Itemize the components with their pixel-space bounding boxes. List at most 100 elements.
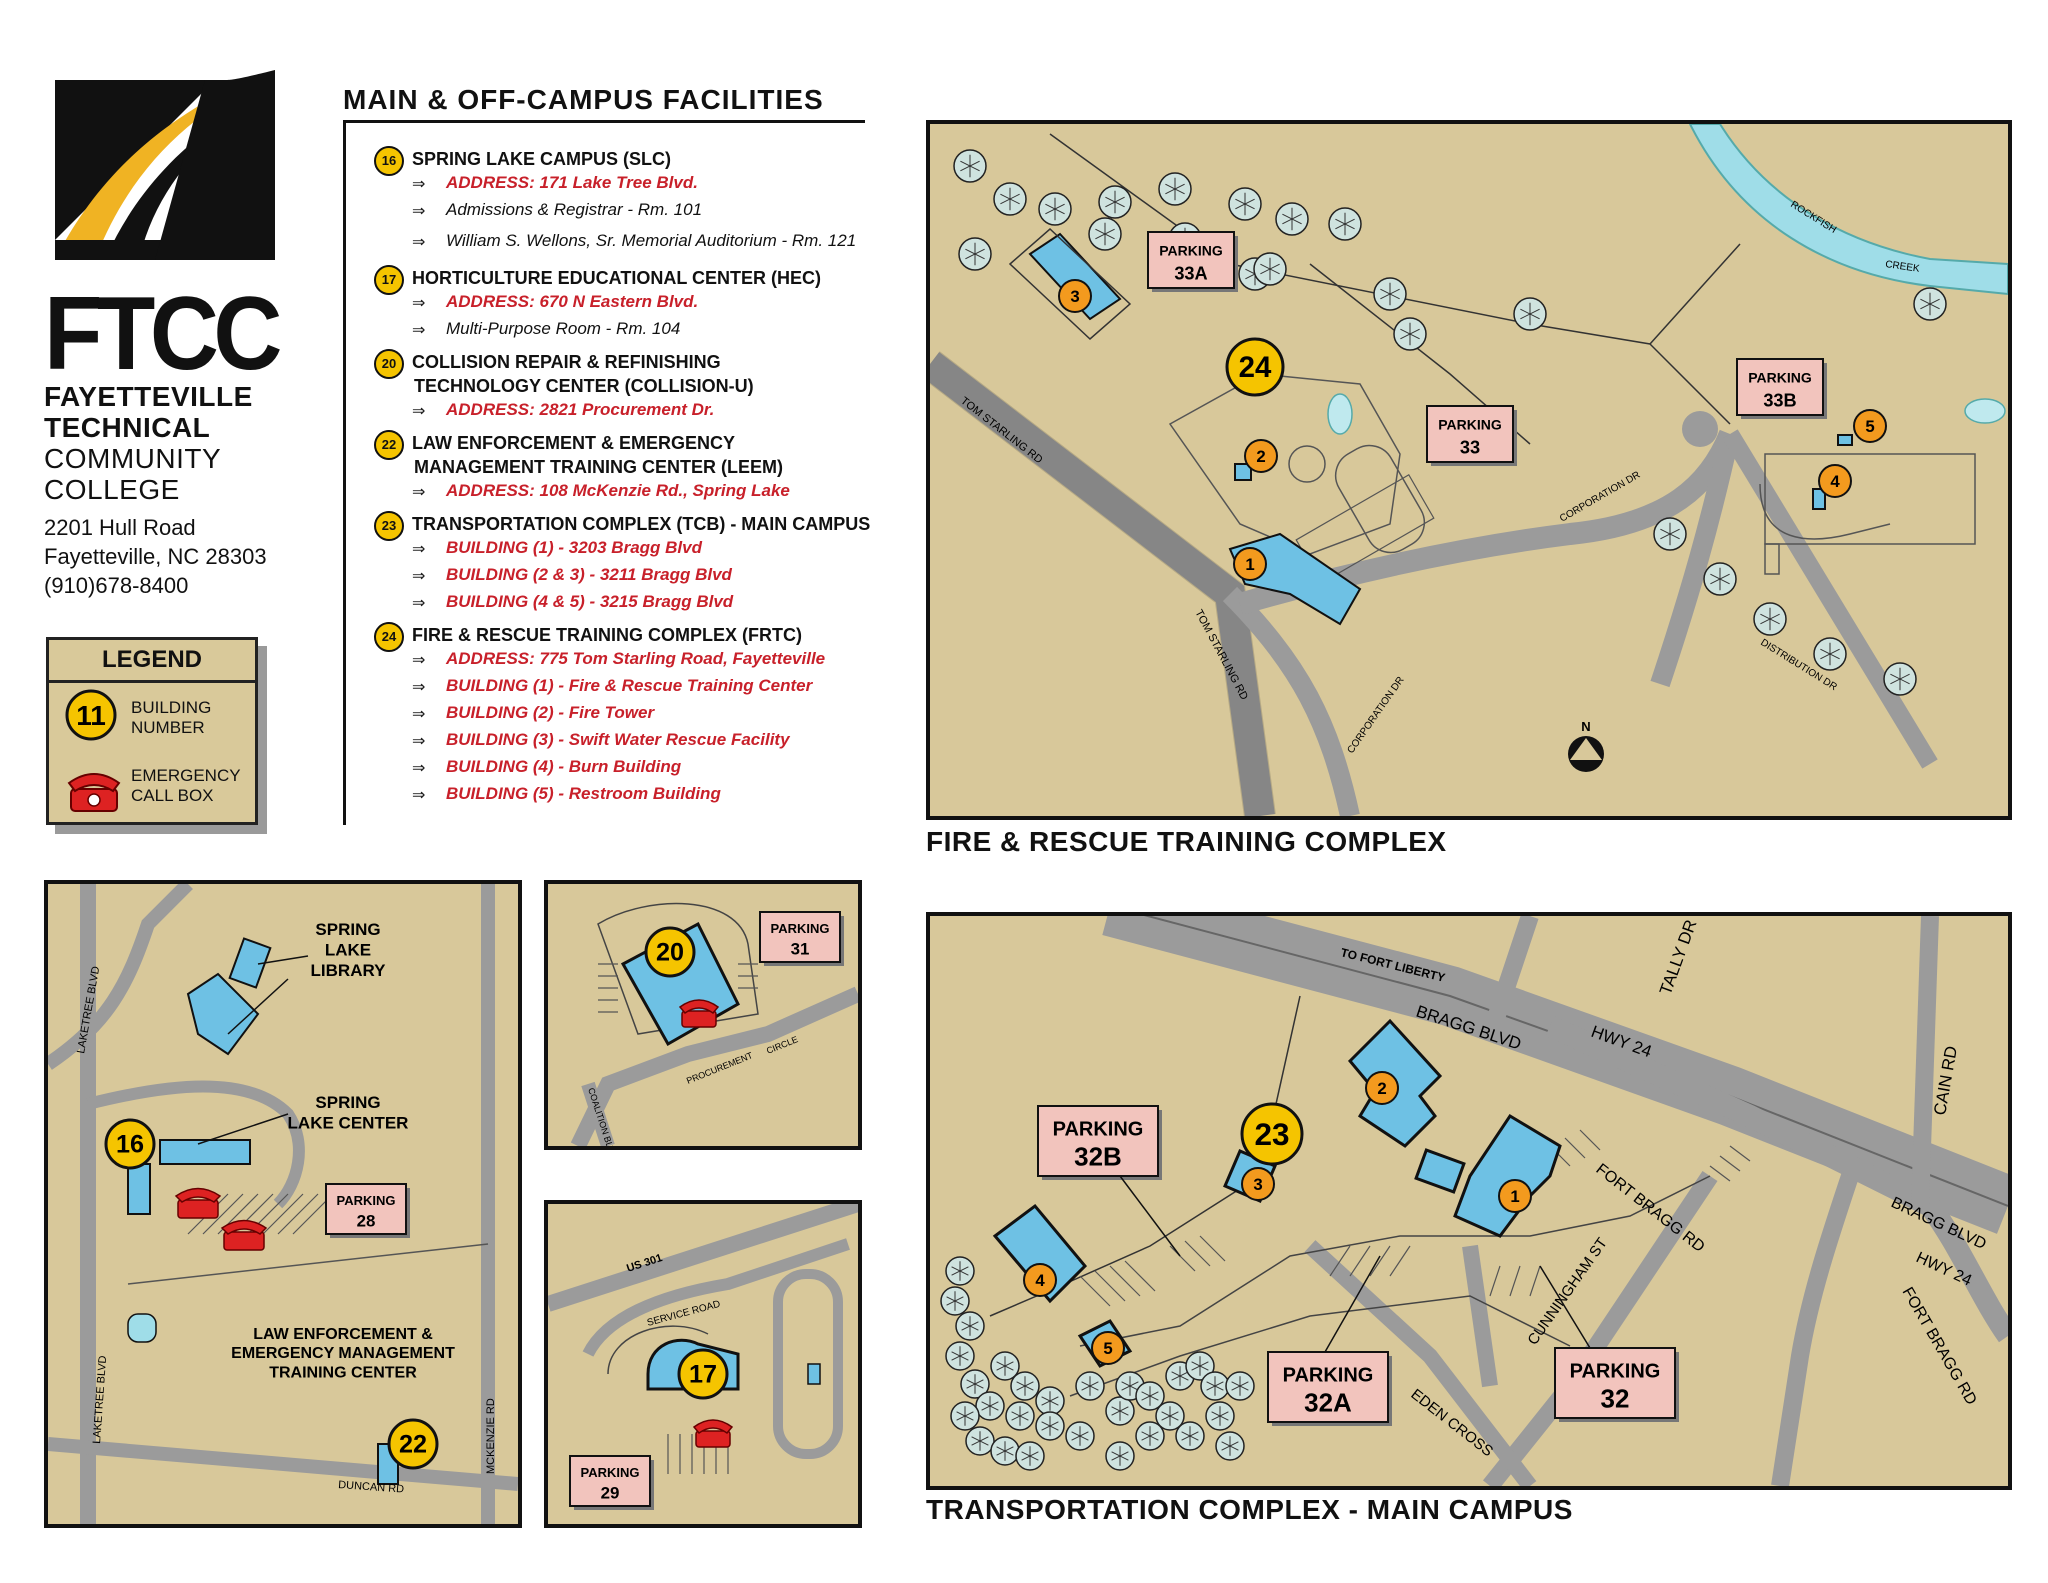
frtc-site-badge: 24 [1225, 337, 1285, 397]
caption-transportation: TRANSPORTATION COMPLEX - MAIN CAMPUS [926, 1494, 1573, 1525]
hec-phone-icon [692, 1419, 734, 1448]
map-spring-lake-svg: LAKETREE BLVD LAKETREE BLVD MCKENZIE RD … [48, 884, 518, 1524]
tree-icon [1075, 1371, 1105, 1401]
svg-text:1: 1 [1510, 1187, 1519, 1206]
arrow-icon: ⇒ [412, 760, 426, 777]
tree-icon [1393, 317, 1427, 351]
tree-icon [1105, 1396, 1135, 1426]
facility-detail-24-4: BUILDING (4) - Burn Building [446, 757, 682, 776]
tree-icon [1813, 637, 1847, 671]
tree-icon [958, 237, 992, 271]
frtc-badge-1: 1 [1233, 547, 1267, 581]
frtc-badge-3: 3 [1058, 279, 1092, 313]
tree-icon [1205, 1401, 1235, 1431]
arrow-icon: ⇒ [412, 652, 426, 669]
svg-text:33A: 33A [1174, 264, 1207, 284]
tally-dr [1481, 916, 1539, 1039]
frtc-badge-5: 5 [1853, 409, 1887, 443]
caption-fire-rescue: FIRE & RESCUE TRAINING COMPLEX [926, 826, 1447, 857]
arrow-icon: ⇒ [412, 322, 426, 339]
slc-center-label-1: LAKE CENTER [288, 1113, 409, 1132]
tree-icon [953, 149, 987, 183]
svg-text:3: 3 [1253, 1175, 1262, 1194]
tree-icon [993, 182, 1027, 216]
facility-badge-23: 23 [374, 511, 404, 541]
tree-icon [990, 1351, 1020, 1381]
svg-text:PARKING: PARKING [1159, 243, 1223, 259]
arrow-icon: ⇒ [412, 541, 426, 558]
svg-text:17: 17 [689, 1361, 717, 1389]
slc-site-badge-16: 16 [104, 1118, 156, 1170]
distribution-dr [1722, 429, 1938, 769]
tree-icon [1035, 1386, 1065, 1416]
slc-phone-icon-1 [220, 1219, 268, 1251]
facilities-rule-vertical [343, 120, 346, 825]
facility-detail-23-2: BUILDING (4 & 5) - 3215 Bragg Blvd [446, 592, 734, 611]
facility-detail-24-5: BUILDING (5) - Restroom Building [446, 784, 721, 803]
us-301 [548, 1204, 858, 1312]
facility-badge-24: 24 [374, 622, 404, 652]
svg-text:23: 23 [1254, 1116, 1289, 1152]
eden-cross [1304, 1240, 1537, 1486]
tree-icon [1155, 1401, 1185, 1431]
legend-building-label-1: BUILDING [131, 698, 212, 717]
tree-icon [990, 1436, 1020, 1466]
road-label-fort-bragg-rd-2: FORT BRAGG RD [1899, 1285, 1980, 1408]
tcb-badge-4: 4 [1023, 1263, 1057, 1297]
svg-text:4: 4 [1035, 1271, 1045, 1290]
map-transportation: TO FORT LIBERTY BRAGG BLVD HWY 24 TALLY … [926, 912, 2012, 1490]
tree-icon [1200, 1371, 1230, 1401]
facility-detail-16-1: Admissions & Registrar - Rm. 101 [446, 200, 703, 219]
duncan-rd [48, 1437, 518, 1491]
facility-name-17: HORTICULTURE EDUCATIONAL CENTER (HEC) [412, 268, 821, 288]
arrow-icon: ⇒ [412, 295, 426, 312]
facility-name-cont-22: MANAGEMENT TRAINING CENTER (LEEM) [414, 457, 783, 477]
slc-center-building [159, 1139, 251, 1165]
service-road [582, 1238, 850, 1357]
coalition-blvd [581, 1081, 615, 1146]
legend-building-badge-icon [65, 689, 117, 741]
ftcc-logo-mark [55, 70, 275, 260]
road-label-tally-dr: TALLY DR [1656, 917, 1701, 997]
collision-site-badge: 20 [644, 926, 696, 978]
svg-text:PARKING: PARKING [581, 1465, 640, 1480]
svg-text:22: 22 [399, 1431, 427, 1459]
facility-name-24: FIRE & RESCUE TRAINING COMPLEX (FRTC) [412, 625, 802, 645]
cunningham-st [1462, 1244, 1498, 1388]
frtc-trees [953, 149, 1947, 696]
arrow-icon: ⇒ [412, 176, 426, 193]
tcb-building-1 [1453, 1113, 1562, 1238]
map-fire-rescue-svg: ROCKFISH CREEK TOM STA [930, 124, 2008, 816]
arrow-icon: ⇒ [412, 706, 426, 723]
svg-text:20: 20 [656, 939, 684, 967]
tree-icon [1513, 297, 1547, 331]
facility-detail-17-0: ADDRESS: 670 N Eastern Blvd. [446, 292, 699, 311]
arrow-icon: ⇒ [412, 787, 426, 804]
north-arrow-icon: N [1568, 719, 1604, 772]
tree-icon [1253, 252, 1287, 286]
tree-icon [1135, 1421, 1165, 1451]
facility-detail-23-1: BUILDING (2 & 3) - 3211 Bragg Blvd [446, 565, 732, 584]
tree-icon [1275, 202, 1309, 236]
svg-text:PARKING: PARKING [771, 921, 830, 936]
tree-icon [1135, 1381, 1165, 1411]
tcb-trees [940, 1256, 1255, 1471]
facility-detail-16-2: William S. Wellons, Sr. Memorial Auditor… [446, 231, 857, 250]
facilities-title: MAIN & OFF-CAMPUS FACILITIES [343, 84, 824, 115]
tree-icon [940, 1286, 970, 1316]
frtc-badge-2: 2 [1244, 439, 1278, 473]
facility-detail-24-3: BUILDING (3) - Swift Water Rescue Facili… [446, 730, 790, 749]
facility-detail-22-0: ADDRESS: 108 McKenzie Rd., Spring Lake [446, 481, 790, 500]
arrow-icon: ⇒ [412, 595, 426, 612]
tree-icon [945, 1256, 975, 1286]
slc-center-label-0: SPRING [315, 1093, 380, 1112]
svg-text:33: 33 [1460, 438, 1480, 458]
tree-icon [1185, 1351, 1215, 1381]
facilities-rule-horizontal [343, 120, 865, 123]
road-label-mckenzie: MCKENZIE RD [485, 1398, 497, 1474]
